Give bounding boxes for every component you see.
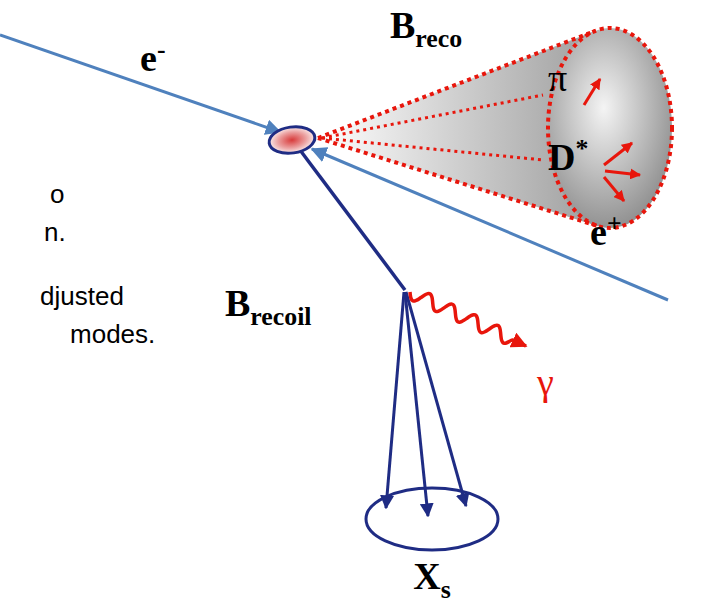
recoil-track (300, 150, 405, 290)
decay-arrow (604, 177, 624, 201)
collision-spot (267, 124, 316, 156)
slide-text-fragment: n. (44, 218, 66, 247)
slide-text-fragment: modes. (70, 320, 155, 349)
beam-label: e+ (590, 210, 622, 254)
text-script: - (157, 35, 166, 64)
particle-label: π (548, 58, 567, 100)
node-outline (362, 484, 502, 554)
text-base: odes. (92, 319, 156, 349)
particle-label: Brecoil (225, 283, 312, 331)
text-base: o (50, 179, 64, 209)
text-script: + (607, 209, 622, 238)
photon-label: γ (537, 362, 554, 404)
cone-rim (548, 28, 672, 228)
daughter-track (406, 292, 466, 506)
decay-arrow (605, 171, 640, 175)
electron-beam (0, 35, 280, 132)
text-base: . (58, 217, 65, 247)
text-base: d (40, 281, 54, 311)
node-outline (300, 15, 690, 245)
particle-label: Xs (413, 556, 451, 604)
text-base: B (390, 4, 415, 46)
text-script: * (575, 134, 588, 163)
particle-label: Breco (390, 5, 462, 53)
text-script: recoil (250, 302, 311, 331)
text-base: m (70, 319, 92, 349)
text-base: e (590, 211, 607, 253)
slide-text-fragment: o (50, 180, 64, 209)
text-base: π (548, 57, 567, 99)
particle-label: D* (548, 135, 588, 179)
photon-line (410, 292, 526, 346)
decay-arrow (584, 79, 600, 105)
daughter-track (322, 95, 543, 138)
daughter-track (386, 292, 404, 508)
text-script: s (441, 575, 451, 604)
text-base: justed (54, 281, 123, 311)
slide-text-fragment: djusted (40, 282, 124, 311)
text-base: X (413, 555, 440, 597)
b-reco-cone: BrecoπD* (300, 15, 690, 245)
text-base: γ (537, 361, 554, 403)
text-base: n (44, 217, 58, 247)
decay-arrow (604, 143, 632, 165)
text-base: B (225, 282, 250, 324)
xs-system: Xs (362, 484, 502, 554)
text-script: reco (415, 24, 462, 53)
text-base: e (140, 37, 157, 79)
system-ellipse (366, 488, 498, 550)
beam-label: e- (140, 36, 165, 80)
text-base: D (548, 136, 575, 178)
daughter-track (322, 138, 543, 160)
cone-cap (548, 28, 672, 228)
